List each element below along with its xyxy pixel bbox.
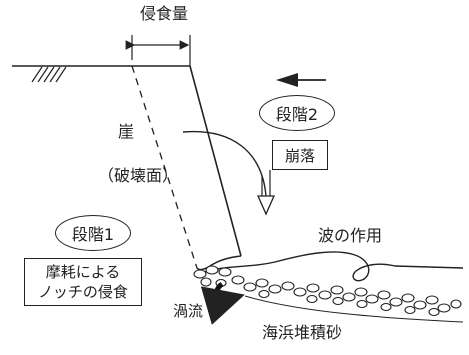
collapse-box: 崩落 [272,140,328,170]
beach-deposit-base [244,295,464,323]
abrasion-notch-box: 摩耗による ノッチの侵食 [24,258,142,306]
vortex-arrow [200,282,245,325]
ground-hatch-icon [31,66,67,83]
wave-line [204,251,464,282]
cliff-label: 崖 [118,122,135,141]
failure-surface-label: （破壊面） [98,166,179,185]
stage1-ellipse: 段階1 [55,215,131,251]
stage2-ellipse: 段階2 [259,95,335,131]
stage1-label: 段階1 [71,225,115,244]
collapse-curve-line [182,130,267,197]
stage2-label: 段階2 [275,105,319,124]
abrasion-line1-label: 摩耗による [45,262,121,281]
wave-action-label: 波の作用 [318,226,383,245]
vortex-label: 渦流 [173,302,204,320]
cliff-face-line [189,65,242,257]
collapse-arrow-icon [256,195,276,216]
beach-deposit-stones [193,265,462,317]
failure-surface-line [131,65,198,269]
erosion-amount-label: 侵食量 [140,4,189,23]
wave-direction-arrowhead [276,73,298,87]
beach-deposit-label: 海浜堆積砂 [262,323,343,342]
abrasion-line2-label: ノッチの侵食 [38,283,128,301]
collapse-label: 崩落 [284,146,315,165]
